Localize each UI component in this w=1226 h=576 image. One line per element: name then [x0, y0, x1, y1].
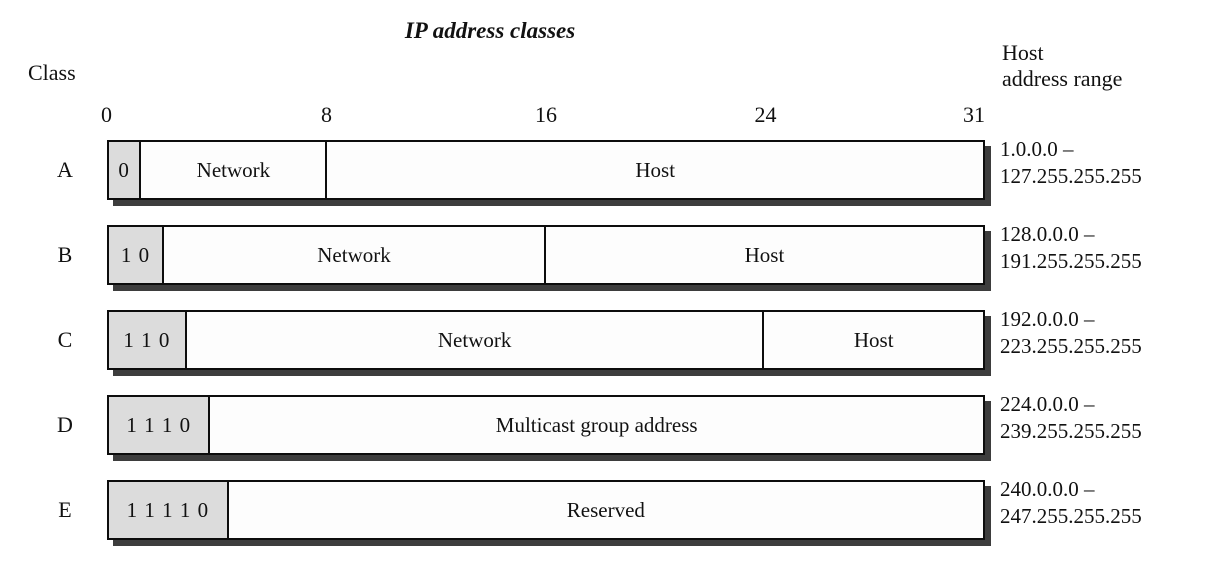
- host-address-range: 240.0.0.0 – 247.255.255.255: [1000, 476, 1226, 530]
- class-row-b: B 1 0 Network Host 128.0.0.0 – 191.255.2…: [0, 222, 1226, 293]
- class-letter: A: [57, 157, 73, 182]
- figure-title: IP address classes: [404, 18, 576, 43]
- address-bar: 1 1 1 1 0 Reserved: [107, 480, 985, 540]
- address-bar: 1 1 1 0 Multicast group address: [107, 395, 985, 455]
- range-end: 223.255.255.255: [1000, 334, 1142, 358]
- bit-tick-8: 8: [321, 102, 332, 127]
- range-start: 240.0.0.0 –: [1000, 477, 1095, 501]
- address-bar: 1 0 Network Host: [107, 225, 985, 285]
- prefix-bits: 1 1 1 0: [109, 397, 211, 453]
- bit-tick-16: 16: [535, 102, 557, 127]
- range-end: 191.255.255.255: [1000, 249, 1142, 273]
- host-address-range: 192.0.0.0 – 223.255.255.255: [1000, 306, 1226, 360]
- host-address-range-header-line1: Host: [1002, 40, 1044, 65]
- class-letter: D: [57, 412, 73, 437]
- range-start: 1.0.0.0 –: [1000, 137, 1074, 161]
- range-end: 239.255.255.255: [1000, 419, 1142, 443]
- host-address-range-header-line2: address range: [1002, 66, 1123, 91]
- segment-host: Host: [635, 157, 676, 182]
- range-start: 224.0.0.0 –: [1000, 392, 1095, 416]
- class-letter: E: [58, 497, 72, 522]
- prefix-bits: 1 1 0: [109, 312, 187, 368]
- class-row-a: A 0 Network Host 1.0.0.0 – 127.255.255.2…: [0, 137, 1226, 208]
- class-row-e: E 1 1 1 1 0 Reserved 240.0.0.0 – 247.255…: [0, 477, 1226, 548]
- segment-host: Host: [744, 242, 785, 267]
- segment-multicast: Multicast group address: [495, 412, 698, 437]
- host-address-range: 1.0.0.0 – 127.255.255.255: [1000, 136, 1226, 190]
- bit-tick-31: 31: [963, 102, 985, 127]
- segment-reserved: Reserved: [566, 497, 645, 522]
- host-address-range: 224.0.0.0 – 239.255.255.255: [1000, 391, 1226, 445]
- range-start: 128.0.0.0 –: [1000, 222, 1095, 246]
- prefix-bits: 1 0: [109, 227, 165, 283]
- bit-tick-0: 0: [100, 102, 112, 127]
- range-end: 127.255.255.255: [1000, 164, 1142, 188]
- class-letter: B: [57, 242, 73, 267]
- class-row-d: D 1 1 1 0 Multicast group address 224.0.…: [0, 392, 1226, 463]
- segment-host: Host: [853, 327, 894, 352]
- host-address-range-header: Host address range: [1002, 40, 1122, 92]
- segment-network: Network: [187, 312, 765, 368]
- bit-scale: 0 8 16 24 31: [101, 102, 985, 132]
- range-end: 247.255.255.255: [1000, 504, 1142, 528]
- class-row-c: C 1 1 0 Network Host 192.0.0.0 – 223.255…: [0, 307, 1226, 378]
- segment-network: Network: [164, 227, 546, 283]
- prefix-bits: 1 1 1 1 0: [109, 482, 229, 538]
- address-bar: 0 Network Host: [107, 140, 985, 200]
- prefix-bits: 0: [109, 142, 142, 198]
- class-letter: C: [57, 327, 73, 352]
- segment-network: Network: [141, 142, 328, 198]
- bit-tick-24: 24: [754, 102, 777, 127]
- range-start: 192.0.0.0 –: [1000, 307, 1095, 331]
- host-address-range: 128.0.0.0 – 191.255.255.255: [1000, 221, 1226, 275]
- address-bar: 1 1 0 Network Host: [107, 310, 985, 370]
- class-column-label: Class: [28, 60, 76, 85]
